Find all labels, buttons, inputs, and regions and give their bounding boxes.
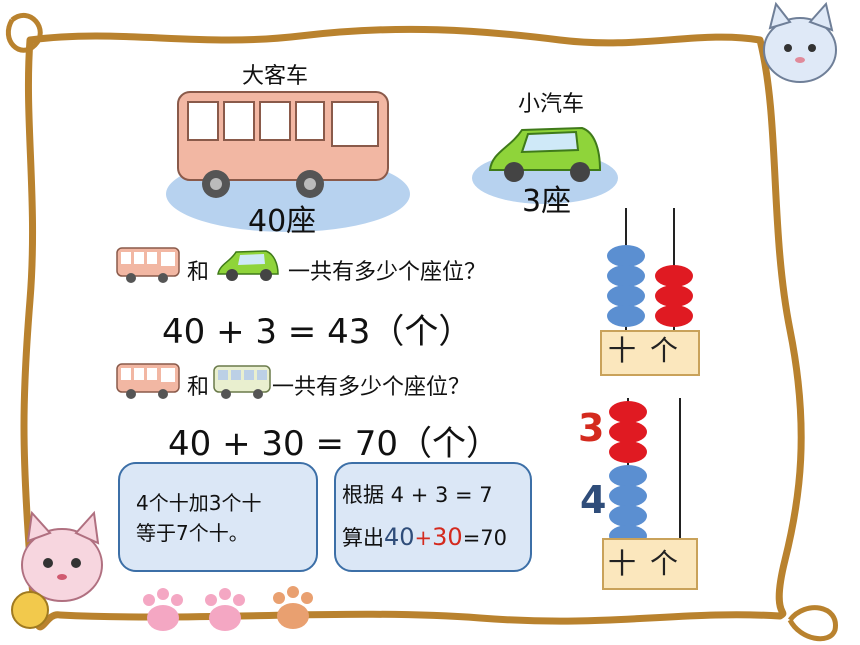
box-right-prefix: 算出	[342, 526, 384, 550]
cat-bottom-left-icon	[11, 510, 103, 629]
box-right-line1: 根据 4 + 3 = 7	[342, 483, 493, 507]
box-left-line2: 等于7个十。	[136, 521, 249, 545]
cat-top-right-icon	[763, 1, 837, 83]
box-right-plus: +	[414, 526, 433, 550]
q2-and: 和	[187, 375, 210, 400]
abacus-bead-blue	[609, 505, 647, 527]
q2-text: 一共有多少个座位？	[272, 375, 471, 400]
box-right-line2: 算出40+30=70	[342, 522, 507, 553]
bus-illustration	[166, 91, 410, 232]
abacus-top	[607, 208, 693, 332]
bus-label: 大客车	[242, 64, 309, 89]
abacus-bead-blue	[609, 485, 647, 507]
abacus-bead-blue	[609, 465, 647, 487]
bus-seats: 40座	[248, 204, 317, 239]
q1-and: 和	[187, 260, 210, 285]
box-right-a: 40	[384, 523, 415, 551]
abacus-bead-red	[655, 265, 693, 287]
abacus-number-red: 3	[578, 406, 605, 450]
abacus-bead-red	[609, 441, 647, 463]
abacus-bottom-tens-beads	[609, 401, 647, 540]
explanation-box-right: 根据 4 + 3 = 7 算出40+30=70	[334, 462, 532, 572]
minibus-small-icon	[213, 365, 271, 399]
bus-small-icon-2	[116, 363, 180, 399]
explanation-box-left: 4个十加3个十 等于7个十。	[118, 462, 318, 572]
paw-prints-icon	[143, 586, 313, 631]
q2-equation: 40 + 30 = 70（个）	[168, 424, 500, 464]
abacus-bead-blue	[607, 245, 645, 267]
q1-equation: 40 + 3 = 43（个）	[162, 312, 473, 352]
abacus-top-tens-beads	[607, 245, 645, 327]
abacus-bead-blue	[607, 305, 645, 327]
abacus-bead-blue	[609, 525, 647, 540]
abacus-top-ones-beads	[655, 265, 693, 327]
car-seats: 3座	[522, 184, 572, 219]
abacus-bead-red	[655, 285, 693, 307]
abacus-bead-red	[609, 401, 647, 423]
car-label: 小汽车	[518, 92, 585, 117]
q1-text: 一共有多少个座位？	[288, 260, 487, 285]
car-small-icon	[217, 250, 279, 281]
abacus-number-blue: 4	[580, 478, 607, 522]
abacus-bead-blue	[607, 285, 645, 307]
abacus-top-label: 十个	[600, 330, 700, 376]
bus-small-icon	[116, 247, 180, 283]
abacus-bead-red	[609, 421, 647, 443]
abacus-bottom	[609, 398, 681, 540]
abacus-bead-red	[655, 305, 693, 327]
car-illustration	[472, 126, 618, 204]
abacus-bottom-label: 十个	[602, 538, 698, 590]
abacus-bead-blue	[607, 265, 645, 287]
box-left-line1: 4个十加3个十	[136, 491, 262, 515]
box-right-b: 30	[432, 523, 463, 551]
box-right-suffix: =70	[462, 526, 508, 550]
